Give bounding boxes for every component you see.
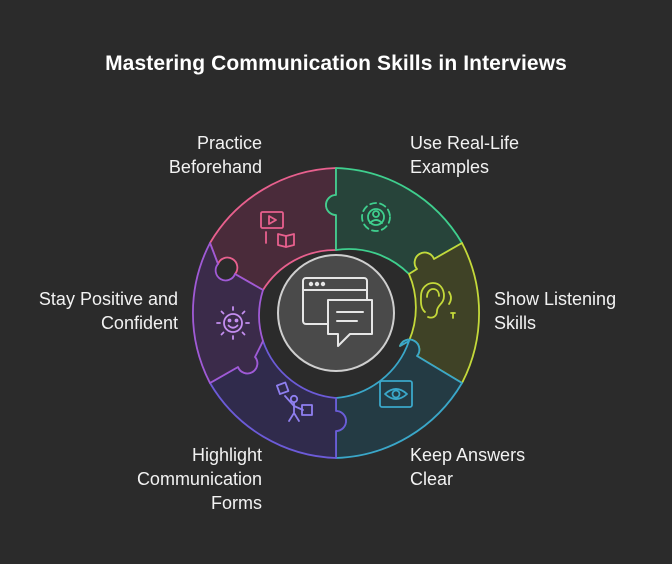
person-target-icon — [361, 202, 391, 232]
diagram-title: Mastering Communication Skills in Interv… — [105, 52, 567, 75]
segment-positive — [192, 242, 264, 384]
browser-chat-icon — [302, 277, 373, 347]
label-use-real-life-examples: Use Real-Life Examples — [410, 133, 520, 177]
label-practice-beforehand: Practice Beforehand — [168, 133, 262, 177]
label-show-listening-skills: Show Listening Skills — [494, 289, 617, 333]
ear-icon — [420, 282, 456, 319]
center-hub — [277, 254, 395, 372]
video-tutorial-icon — [260, 211, 295, 248]
label-highlight-communication-forms: Highlight Communication Forms — [136, 445, 262, 513]
label-stay-positive-confident: Stay Positive and Confident — [38, 289, 178, 333]
person-presenting-icon — [275, 381, 313, 422]
eye-focus-icon — [379, 380, 413, 408]
smiling-sun-icon — [216, 306, 250, 340]
label-keep-answers-clear: Keep Answers Clear — [410, 445, 526, 489]
